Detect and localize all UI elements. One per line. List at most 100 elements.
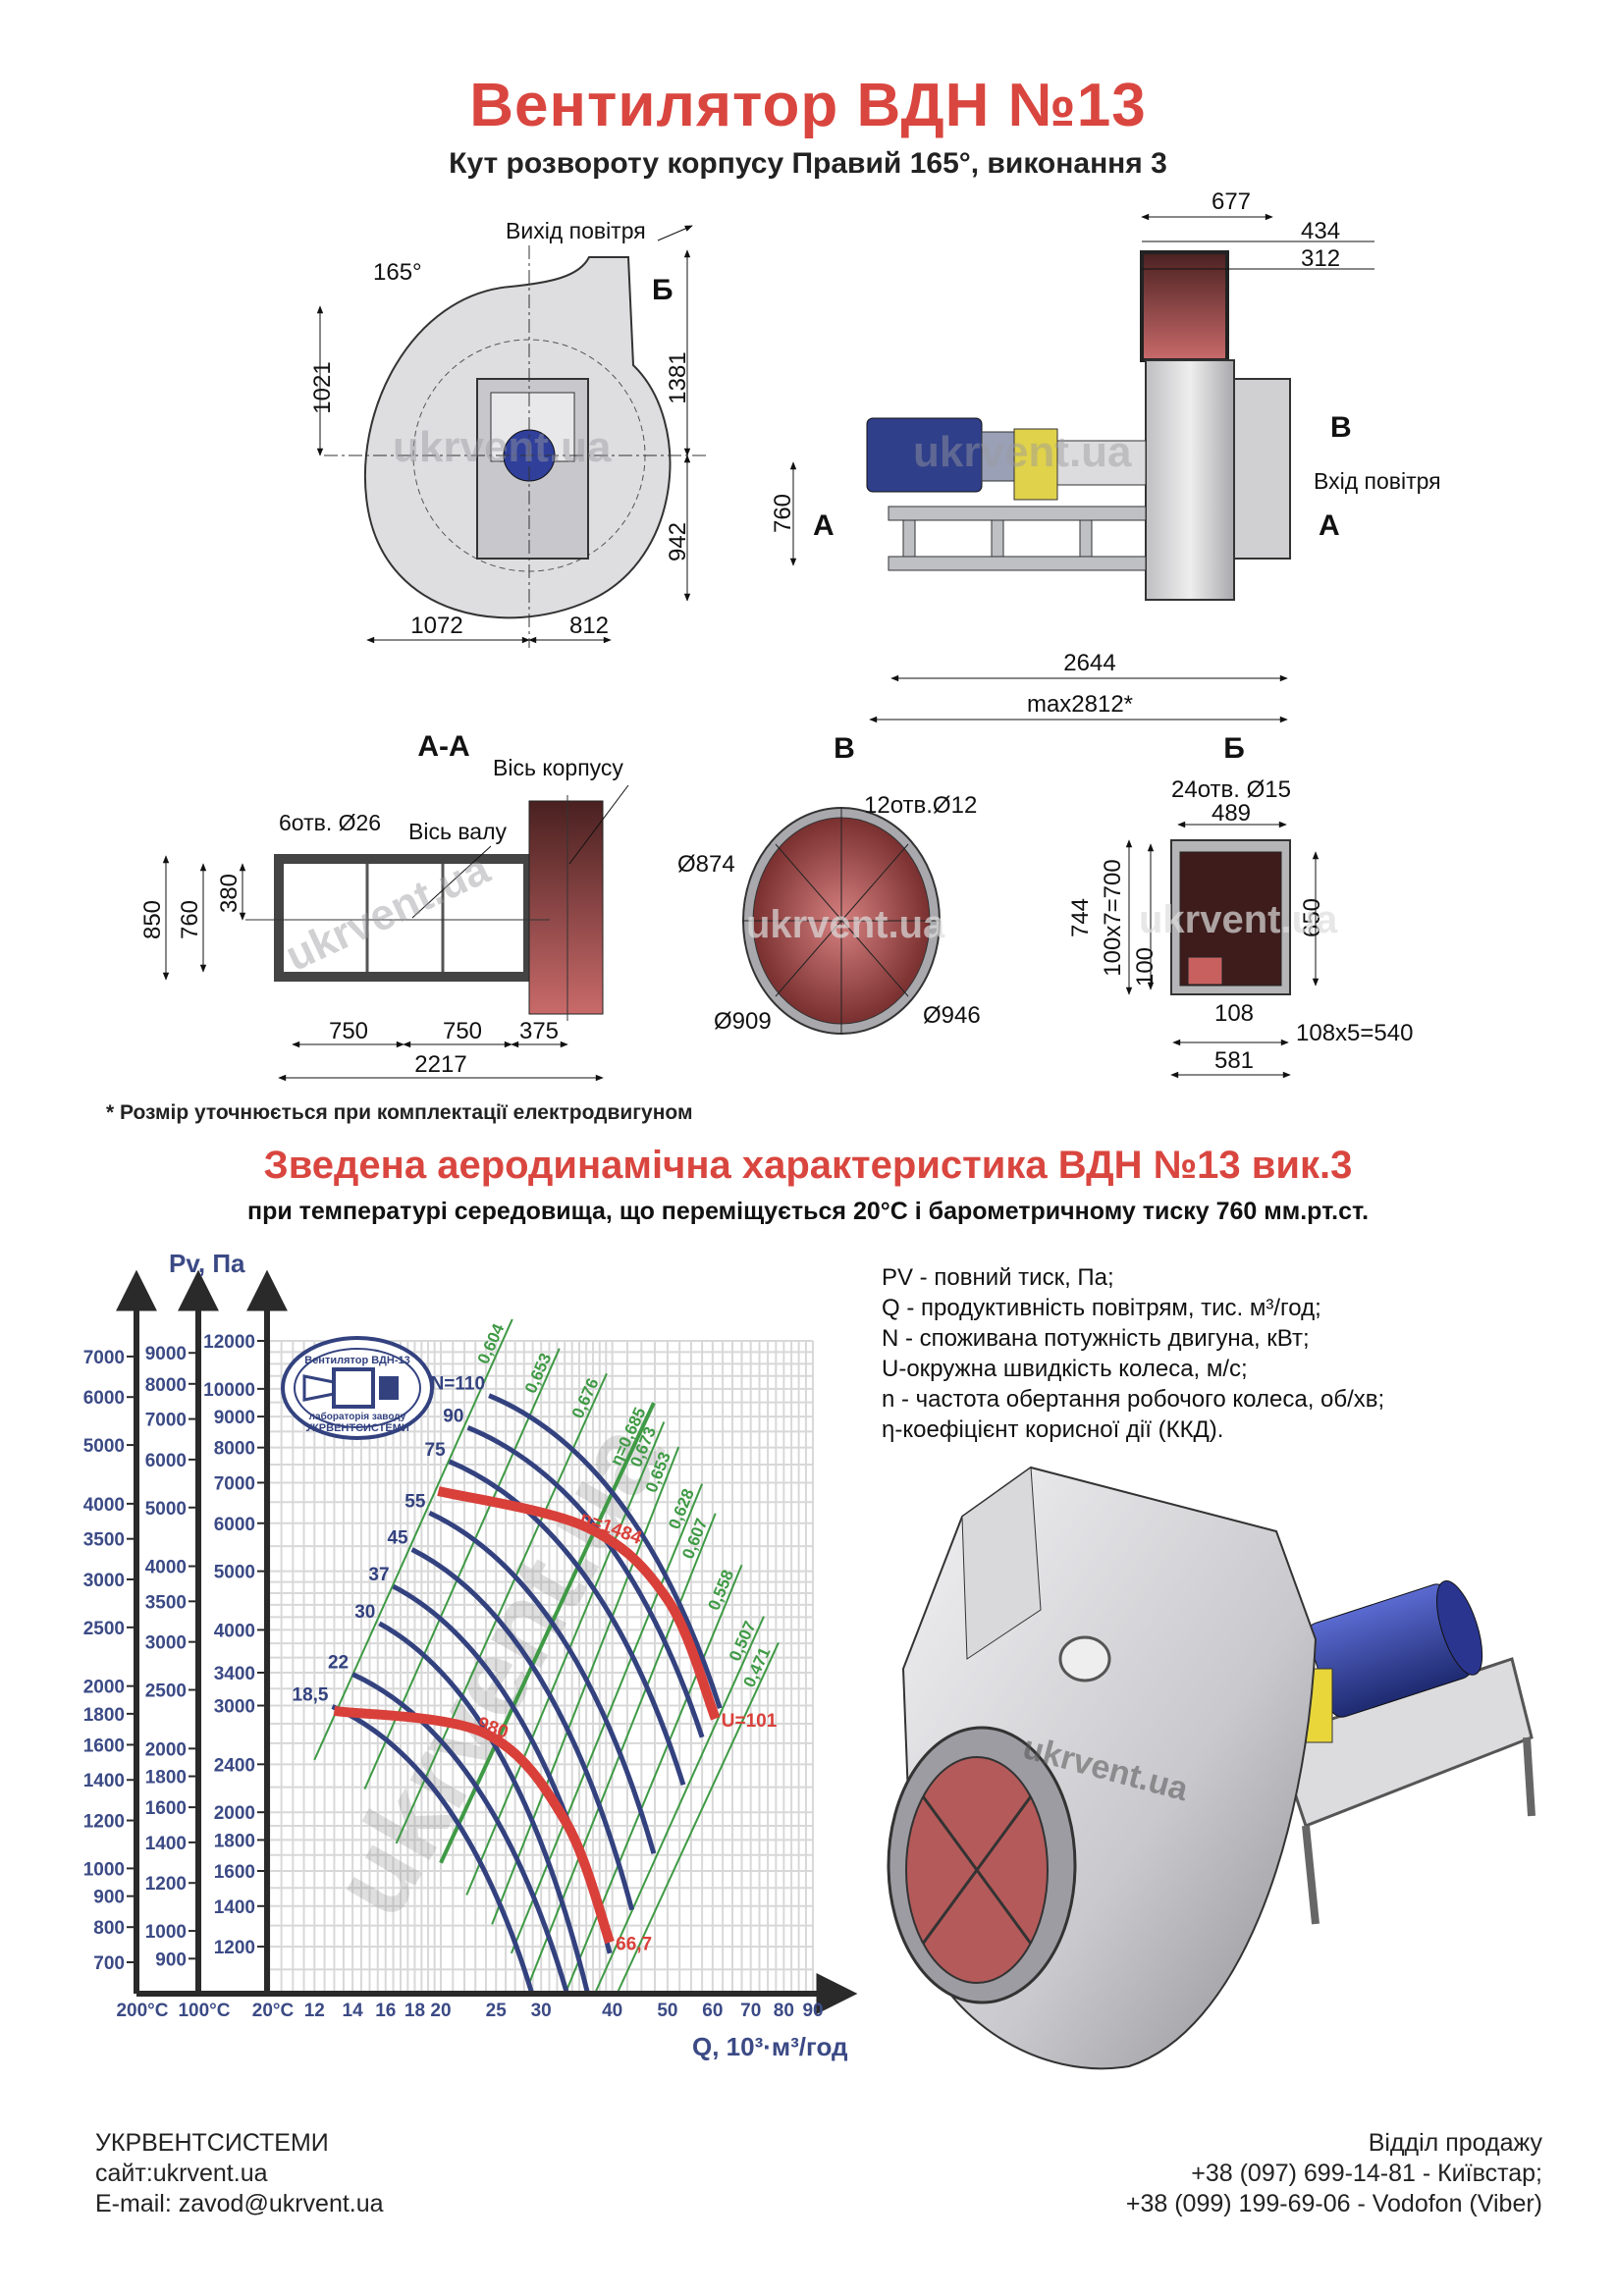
x-tick-label: 18 (404, 2001, 425, 2021)
y-tick-label: 5000 (145, 1499, 187, 1520)
holes-label: 6отв. Ø26 (279, 810, 381, 835)
y-tick-label: 1200 (145, 1874, 187, 1895)
power-curve-label: 90 (443, 1406, 463, 1426)
power-curve (448, 1459, 686, 1786)
dim-1072: 1072 (410, 613, 462, 639)
efficiency-line (565, 1564, 743, 1994)
dim-434: 434 (1301, 218, 1340, 244)
section-mark-b: Б (652, 274, 673, 306)
footer-contacts: УКРВЕНТСИСТЕМИ сайт:ukrvent.ua E-mail: z… (95, 2128, 384, 2219)
x-tick-label: 25 (486, 2001, 508, 2021)
x-axis-temp-label: 20°С (252, 2001, 295, 2021)
outlet-label: Вихід повітря (506, 218, 646, 243)
holes-label: 12отв.Ø12 (864, 792, 977, 819)
x-axis-temp-label: 200°С (116, 2001, 168, 2021)
dim-760: 760 (177, 900, 203, 939)
casing (1145, 359, 1235, 601)
holes-label: 24отв. Ø15 (1171, 776, 1291, 803)
y-tick-label: 900 (93, 1888, 125, 1908)
y-tick-label: 2500 (83, 1619, 125, 1639)
y-tick-label: 5000 (83, 1436, 125, 1457)
dim-942: 942 (665, 522, 691, 561)
x-tick-label: 70 (740, 2001, 761, 2021)
x-tick-label: 16 (375, 2001, 396, 2021)
y-tick-label: 1000 (145, 1922, 187, 1943)
power-curve (488, 1393, 723, 1709)
email-link[interactable]: E-mail: zavod@ukrvent.ua (95, 2190, 384, 2217)
legend-item-eta: η-коефіцієнт корисної дії (ККД). (882, 1416, 1224, 1443)
view-b: B 12отв.Ø12 Ø874 Ø909 Ø946 ukrvent.ua (677, 732, 981, 1035)
phone-vodafone[interactable]: +38 (099) 199-69-06 - Vodofon (Viber) (1125, 2190, 1542, 2217)
x-tick-label: 90 (802, 2001, 823, 2021)
x-tick-label: 30 (531, 2001, 552, 2021)
y-tick-label: 2000 (83, 1678, 125, 1698)
dim-2217: 2217 (414, 1051, 466, 1078)
x-axis-temp-label: 100°С (178, 2001, 230, 2021)
legend-item-q: Q - продуктивність повітрям, тис. м³/год… (882, 1295, 1321, 1321)
speed-curve-end-label: 66,7 (616, 1935, 652, 1955)
dim-540: 108х5=540 (1296, 1020, 1413, 1046)
y-tick-label: 3000 (214, 1697, 255, 1718)
phone-kyivstar[interactable]: +38 (097) 699-14-81 - Київстар; (1191, 2160, 1542, 2187)
watermark: ukrvent.ua (746, 903, 945, 946)
legend-item-u: U-окружна швидкість колеса, м/с; (882, 1356, 1248, 1382)
y-tick-label: 2400 (214, 1755, 255, 1776)
website-link[interactable]: сайт:ukrvent.ua (95, 2160, 268, 2187)
y-tick-label: 4000 (214, 1621, 255, 1641)
mark-a-right: А (1319, 509, 1340, 542)
speed-curve-end-label: U=101 (722, 1711, 778, 1732)
watermark: ukrvent.ua (913, 428, 1132, 476)
power-curve-label: N=110 (431, 1374, 485, 1395)
section-title: Зведена аеродинамічна характеристика ВДН… (263, 1144, 1353, 1187)
case-axis-label: Вісь корпусу (493, 755, 623, 780)
power-curve-label: 22 (328, 1653, 349, 1674)
test-stamp: Вентилятор ВДН-13 лабораторія заводу УКР… (281, 1336, 434, 1440)
dim-108: 108 (1214, 1000, 1254, 1027)
y-tick-label: 6000 (83, 1388, 125, 1409)
dim-760: 760 (770, 494, 796, 533)
x-tick-label: 14 (343, 2001, 364, 2021)
y-tick-label: 2500 (145, 1682, 187, 1702)
chart-legend: PV - повний тиск, Па; Q - продуктивність… (882, 1262, 1384, 1445)
power-curve (351, 1672, 569, 1995)
x-tick-label: 80 (774, 2001, 794, 2021)
y-tick-label: 2000 (145, 1739, 187, 1760)
y-tick-label: 8000 (214, 1439, 255, 1460)
stamp-top-text: Вентилятор ВДН-13 (304, 1355, 409, 1366)
side-view: 760 2644 max2812* 677 434 312 B Вхід пов… (770, 188, 1441, 723)
dim-1381: 1381 (665, 351, 691, 403)
y-tick-label: 7000 (145, 1411, 187, 1431)
y-tick-label: 1400 (83, 1771, 125, 1791)
y-tick-label: 700 (93, 1953, 125, 1974)
chart-axes: 7000600050004000350030002500200018001600… (83, 1269, 858, 2021)
dim-750-b: 750 (443, 1018, 482, 1044)
power-curve (331, 1704, 535, 1995)
y-tick-label: 1600 (214, 1862, 255, 1883)
y-tick-label: 3000 (145, 1633, 187, 1654)
efficiency-line (594, 1616, 765, 1995)
power-curve-label: 45 (387, 1528, 408, 1549)
dim-750-a: 750 (329, 1018, 368, 1044)
y-tick-label: 10000 (203, 1380, 255, 1401)
dim-100: 100 (1132, 947, 1158, 987)
dim-2644: 2644 (1063, 650, 1115, 676)
efficiency-line (465, 1421, 666, 1896)
y-tick-label: 12000 (203, 1332, 255, 1353)
efficiency-line (616, 1642, 780, 1995)
y-tick-label: 7000 (214, 1473, 255, 1494)
y-tick-label: 3000 (83, 1571, 125, 1591)
power-curve (428, 1510, 657, 1854)
y-tick-label: 1200 (83, 1812, 125, 1833)
mark-b: B (1330, 411, 1352, 444)
dim-312: 312 (1301, 245, 1340, 272)
stamp-bottom-text: лабораторія заводу (309, 1411, 406, 1422)
y-tick-label: 3500 (145, 1592, 187, 1613)
efficiency-line (491, 1446, 680, 1925)
dia-946: Ø946 (923, 1002, 981, 1029)
dim-850: 850 (139, 900, 166, 939)
dim-1021: 1021 (309, 361, 336, 413)
speed-curve (333, 1705, 615, 1945)
